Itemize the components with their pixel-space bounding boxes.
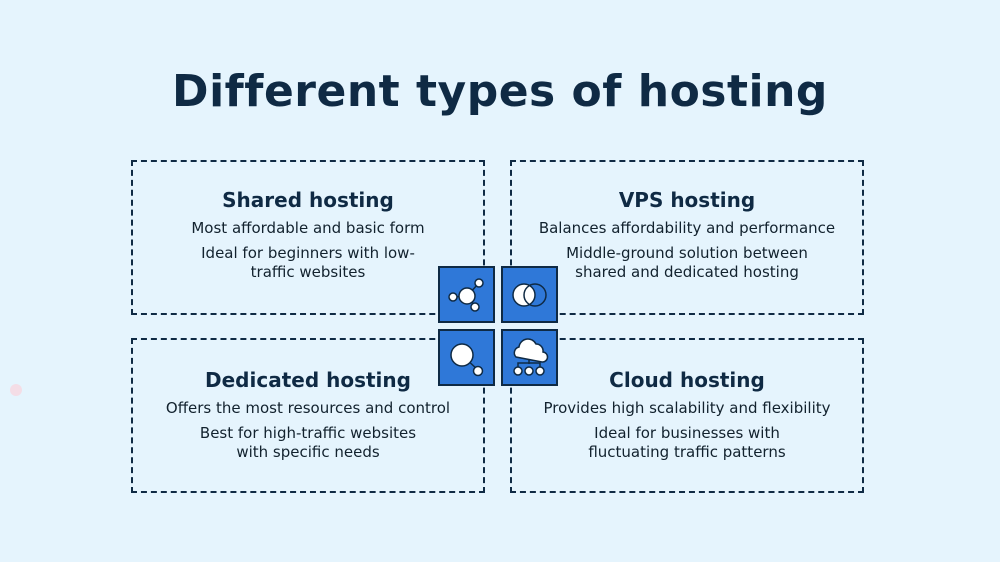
card-description: Middle-ground solution between shared an… — [566, 244, 808, 281]
card-cloud-hosting: Cloud hosting Provides high scalability … — [510, 338, 864, 493]
cloud-network-icon — [501, 329, 558, 386]
card-description: Balances affordability and performance — [538, 219, 836, 237]
card-shared-hosting: Shared hosting Most affordable and basic… — [131, 160, 485, 315]
card-description: Ideal for businesses with fluctuating tr… — [588, 424, 786, 461]
card-heading: Dedicated hosting — [205, 368, 411, 392]
card-description: Ideal for beginners with low-traffic web… — [201, 244, 415, 281]
card-heading: Shared hosting — [222, 188, 394, 212]
card-heading: Cloud hosting — [609, 368, 765, 392]
card-vps-hosting: VPS hosting Balances affordability and p… — [510, 160, 864, 315]
decorative-dot — [10, 384, 22, 396]
card-description: Provides high scalability and flexibilit… — [543, 399, 831, 417]
card-dedicated-hosting: Dedicated hosting Offers the most resour… — [131, 338, 485, 493]
card-description: Most affordable and basic form — [191, 219, 425, 237]
card-heading: VPS hosting — [618, 188, 756, 212]
page-title: Different types of hosting — [172, 66, 828, 117]
network-nodes-icon — [438, 266, 495, 323]
card-description: Offers the most resources and control — [165, 399, 451, 417]
overlapping-circles-icon — [501, 266, 558, 323]
single-node-icon — [438, 329, 495, 386]
card-description: Best for high-traffic websites with spec… — [199, 424, 417, 461]
